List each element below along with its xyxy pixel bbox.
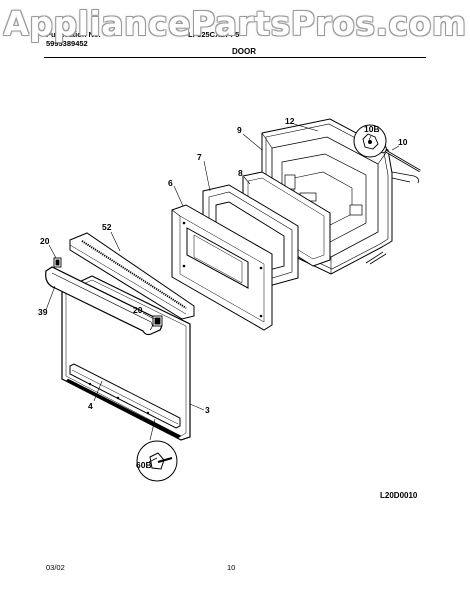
model-number: LF325CXBPF5 <box>188 30 240 39</box>
callout-9: 9 <box>237 125 242 135</box>
hinge-rods <box>365 171 419 265</box>
callout-60b: 60B <box>136 460 152 470</box>
header-divider <box>44 57 426 58</box>
callout-39: 39 <box>38 307 48 317</box>
section-title: DOOR <box>232 47 256 56</box>
publication-number: 5995389452 <box>46 39 88 48</box>
footer-date: 03/02 <box>46 563 65 572</box>
publication-label: Publication No. <box>46 30 101 39</box>
callout-6: 6 <box>168 178 173 188</box>
callout-12: 12 <box>285 116 295 126</box>
callout-10b: 10B <box>364 124 380 134</box>
leader-lines <box>45 123 400 441</box>
part-20-handle-bracket-left <box>53 257 62 268</box>
callout-4: 4 <box>88 401 93 411</box>
callout-3: 3 <box>205 405 210 415</box>
callout-10: 10 <box>398 137 408 147</box>
part-6-door-frame <box>171 204 273 331</box>
part-10b-detail-circle <box>353 124 387 158</box>
diagram-code: L20D0010 <box>380 491 418 500</box>
callout-20-left: 20 <box>40 236 50 246</box>
part-4-bottom-trim <box>69 363 181 429</box>
watermark-text: AppliancePartsPros.com <box>3 4 467 43</box>
callout-8: 8 <box>238 168 243 178</box>
callout-20-right: 20 <box>133 305 143 315</box>
footer-page-number: 10 <box>227 563 236 572</box>
part-52-top-vent-trim <box>69 232 195 320</box>
part-20-handle-bracket-right <box>152 315 163 327</box>
callout-52: 52 <box>102 222 112 232</box>
part-60b-detail-circle <box>136 440 178 482</box>
callout-7: 7 <box>197 152 202 162</box>
